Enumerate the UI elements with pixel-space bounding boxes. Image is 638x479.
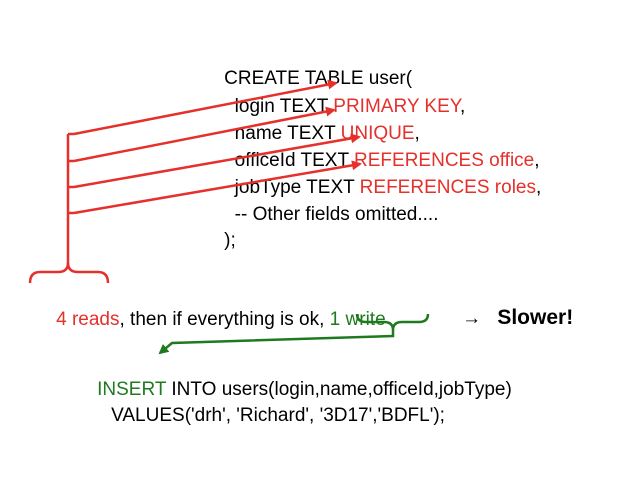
summary-middle-text: , then if everything is ok, bbox=[119, 309, 330, 330]
comment-line: -- Other fields omitted.... bbox=[203, 182, 439, 248]
write-connector-line bbox=[158, 330, 395, 355]
arrow-to-roles bbox=[73, 160, 362, 215]
name-comma: , bbox=[414, 123, 420, 144]
values-line: VALUES('drh', 'Richard', '3D17','BDFL'); bbox=[90, 383, 445, 449]
officeid-column-line: officeId TEXT REFERENCES office, bbox=[203, 128, 540, 194]
roles-fk-constraint: REFERENCES roles bbox=[359, 177, 536, 198]
create-table-line: CREATE TABLE user( bbox=[203, 46, 412, 112]
write-brace bbox=[355, 313, 430, 331]
officeid-comma: , bbox=[534, 150, 540, 171]
arrow-to-office bbox=[73, 133, 361, 189]
create-table-text: CREATE TABLE user( bbox=[224, 68, 413, 89]
jobtype-comma: , bbox=[536, 177, 542, 198]
create-close-line: ); bbox=[203, 208, 236, 274]
office-fk-constraint: REFERENCES office bbox=[354, 150, 535, 171]
insert-line: INSERT INTO users(login,name,officeId,jo… bbox=[76, 357, 512, 423]
insert-into-text: INTO users(login,name,officeId,jobType) bbox=[166, 379, 512, 400]
create-close-paren: ); bbox=[224, 230, 236, 251]
primary-key-constraint: PRIMARY KEY bbox=[333, 96, 460, 117]
summary-line: 4 reads, then if everything is ok, 1 wri… bbox=[35, 287, 386, 353]
right-arrow-icon: → bbox=[462, 308, 482, 329]
insert-values-text: VALUES('drh', 'Richard', '3D17','BDFL'); bbox=[111, 405, 445, 426]
reads-brace bbox=[28, 262, 110, 284]
slower-label: Slower! bbox=[497, 306, 574, 329]
reads-count-label: 4 reads bbox=[56, 309, 120, 330]
insert-keyword: INSERT bbox=[97, 379, 167, 400]
write-count-label: 1 write bbox=[329, 309, 386, 330]
arrow-to-primary-key bbox=[73, 79, 338, 136]
omitted-fields-comment: -- Other fields omitted.... bbox=[224, 204, 439, 225]
arrow-to-unique bbox=[73, 106, 336, 163]
login-comma: , bbox=[460, 96, 466, 117]
